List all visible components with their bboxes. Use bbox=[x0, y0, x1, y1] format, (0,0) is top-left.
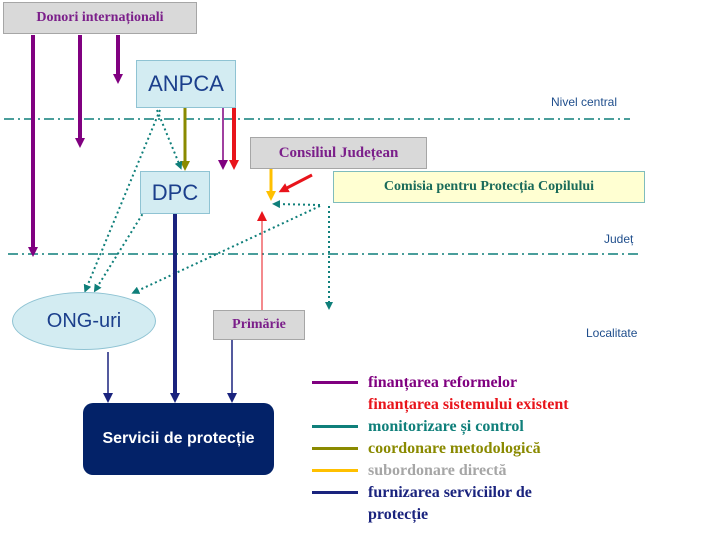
legend-row: furnizarea serviciilor de bbox=[312, 482, 569, 504]
legend-label: furnizarea serviciilor de bbox=[368, 484, 532, 501]
level-central-label: Nivel central bbox=[551, 95, 618, 109]
arrow-anpca-ong-dotted bbox=[83, 109, 161, 293]
legend-row: protecție bbox=[312, 504, 569, 526]
legend-swatch bbox=[312, 381, 358, 384]
legend-row: finanțarea sistemului existent bbox=[312, 394, 569, 416]
legend-label: monitorizare și control bbox=[368, 418, 524, 435]
node-comisia: Comisia pentru Protecția Copilului bbox=[333, 171, 645, 203]
node-primarie: Primărie bbox=[213, 310, 305, 340]
legend-row: subordonare directă bbox=[312, 460, 569, 482]
node-servicii: Servicii de protecție bbox=[83, 403, 274, 475]
legend-swatch bbox=[312, 469, 358, 472]
node-consiliul: Consiliul Județean bbox=[250, 137, 427, 169]
legend-row: finanțarea reformelor bbox=[312, 372, 569, 394]
node-donori: Donori internaționali bbox=[3, 2, 197, 34]
legend-swatch bbox=[312, 425, 358, 428]
arrow-comisia-ong-dotted bbox=[131, 205, 321, 294]
node-anpca: ANPCA bbox=[136, 60, 236, 108]
level-judet-label: Județ bbox=[604, 232, 634, 246]
legend-row: coordonare metodologică bbox=[312, 438, 569, 460]
legend-row: monitorizare și control bbox=[312, 416, 569, 438]
node-ong: ONG-uri bbox=[12, 292, 156, 350]
arrow-anpca-dpc-dotted bbox=[156, 109, 183, 170]
legend-label: coordonare metodologică bbox=[368, 440, 541, 457]
arrow-dpc-ong-dotted bbox=[93, 209, 146, 293]
legend-label: protecție bbox=[368, 506, 429, 523]
arrow-comisia-judet-red bbox=[278, 173, 313, 193]
legend-swatch bbox=[312, 491, 358, 494]
level-localitate-label: Localitate bbox=[586, 326, 638, 340]
legend-swatch bbox=[312, 447, 358, 450]
arrow-comisia-judet-dotted bbox=[272, 200, 321, 209]
legend: finanțarea reformelor finanțarea sistemu… bbox=[312, 372, 569, 526]
legend-label: subordonare directă bbox=[368, 462, 507, 479]
legend-swatch-empty bbox=[312, 513, 358, 516]
legend-label: finanțarea reformelor bbox=[368, 374, 518, 391]
node-dpc: DPC bbox=[140, 171, 210, 214]
legend-label: finanțarea sistemului existent bbox=[368, 396, 569, 413]
